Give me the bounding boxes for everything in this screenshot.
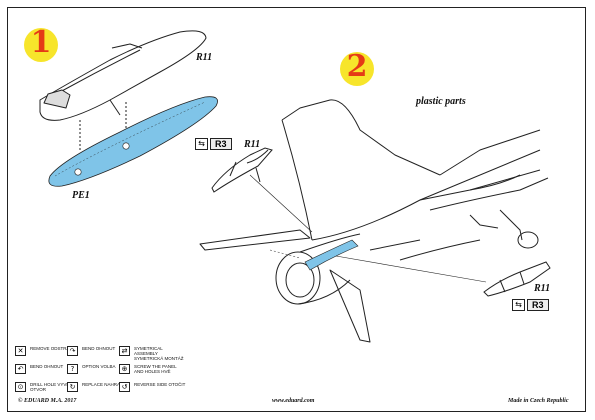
- legend-item: ? OPTION VOLBA: [67, 364, 134, 374]
- step-1-marker: 1: [24, 25, 58, 62]
- part-label-r11-top: R11: [196, 52, 213, 63]
- drill-icon: ⊙: [15, 382, 26, 392]
- copyright-text: © EDUARD M.A. 2017: [18, 398, 77, 404]
- part-label-pe1: PE1: [72, 190, 90, 201]
- plastic-parts-label: plastic parts: [416, 96, 466, 107]
- step-2-marker: 2: [340, 49, 374, 86]
- legend-item: ↻ REPLACE NAHRADIT: [67, 382, 134, 392]
- part-label-r11-bottom: R11: [534, 283, 551, 294]
- bend-icon: ↷: [67, 346, 78, 356]
- bend-icon-2: ↶: [15, 364, 26, 374]
- right-stabilizer: [329, 269, 371, 343]
- vertical-fin: [281, 99, 441, 176]
- website-link[interactable]: www.eduard.com: [272, 398, 315, 404]
- pe1-panel: [48, 96, 218, 187]
- flip-part-icon: ⇆: [512, 299, 525, 311]
- flip-part-badge-mid: ⇆ R3: [195, 138, 232, 150]
- flip-part-icon: ⇆: [195, 138, 208, 150]
- part-label-r11-mid: R11: [244, 139, 261, 150]
- reverse-icon: ↺: [119, 382, 130, 392]
- blue-strip: [304, 239, 359, 271]
- legend-item: ↺ REVERSE SIDE OTOČIT: [119, 382, 186, 392]
- left-stabilizer: [199, 229, 311, 251]
- legend-item: ↶ BEND OHNOUT: [15, 364, 82, 374]
- legend-item: ✕ REMOVE ODSTRANIT: [15, 346, 82, 356]
- replace-icon: ↻: [67, 382, 78, 392]
- legend-item: ⊙ DRILL HOLE VYVRTAT OTVOR: [15, 382, 82, 392]
- option-icon: ?: [67, 364, 78, 374]
- screw-icon: ⊕: [119, 364, 130, 374]
- legend-item: ↷ BEND OHNOUT: [67, 346, 134, 356]
- missile-r11-bottom: [483, 261, 551, 297]
- page-border: [7, 7, 586, 412]
- part-code: R3: [527, 299, 549, 311]
- made-in-text: Made in Czech Republic: [508, 398, 569, 404]
- symbols-legend: ✕ REMOVE ODSTRANIT ↷ BEND OHNOUT ⇄ SYMET…: [15, 346, 435, 402]
- remove-icon: ✕: [15, 346, 26, 356]
- step-number: 1: [30, 25, 52, 60]
- fuselage-part-outline: [39, 30, 207, 121]
- symmetrical-icon: ⇄: [119, 346, 130, 356]
- flip-part-badge-bottom: ⇆ R3: [512, 299, 549, 311]
- legend-item: ⊕ SCREW THE PANEL AND HOLES HVĚ: [119, 364, 186, 374]
- step-number: 2: [346, 49, 368, 84]
- part-code: R3: [210, 138, 232, 150]
- legend-item: ⇄ SYMETRICAL ASSEMBLY SYMETRICKÁ MONTÁŽ: [119, 346, 186, 361]
